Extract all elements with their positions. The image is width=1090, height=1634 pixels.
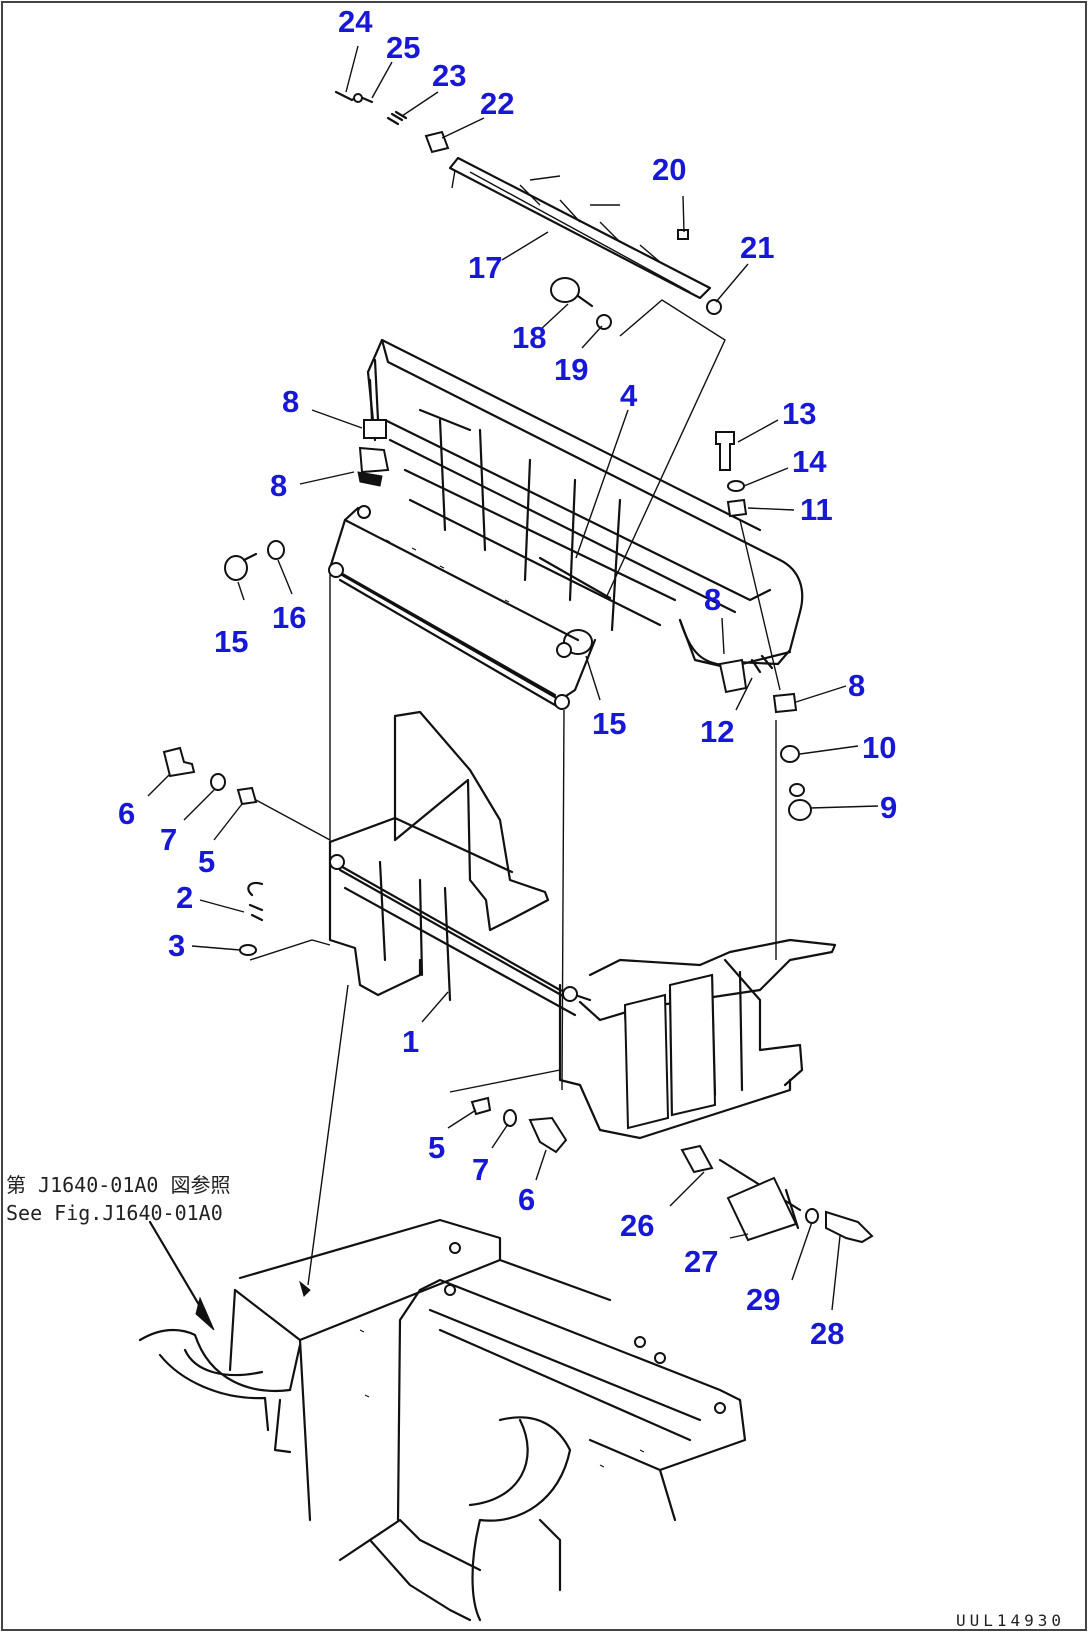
bolt-18	[550, 277, 594, 308]
leader-frame-attach-line	[307, 984, 349, 1286]
label-18: 18	[512, 320, 546, 355]
pin-5-left	[236, 786, 258, 806]
main-frame-lower	[138, 1218, 747, 1622]
label-29: 29	[746, 1282, 780, 1317]
bolt-9	[788, 783, 812, 821]
label-20: 20	[652, 152, 686, 187]
bolt-6-right	[528, 1116, 568, 1154]
label-1: 1	[402, 1024, 419, 1059]
label-22: 22	[480, 86, 514, 121]
label-8-top: 8	[282, 384, 299, 419]
leader-3-line	[249, 939, 331, 961]
label-26: 26	[620, 1208, 654, 1243]
clip-2	[247, 881, 264, 922]
washer-7-right	[503, 1109, 517, 1127]
washer-29	[805, 1208, 819, 1224]
clamp-8-right-upper	[718, 654, 774, 694]
bolt-28	[825, 1210, 874, 1244]
clamp-8-upper	[357, 419, 390, 487]
label-24: 24	[338, 4, 373, 39]
bolt-22	[424, 130, 450, 154]
pin-24-25	[334, 90, 374, 104]
label-7-right: 7	[472, 1152, 489, 1187]
bolt-13	[715, 431, 735, 471]
plate-27	[726, 1176, 800, 1242]
washer-7-left	[210, 773, 226, 791]
label-23: 23	[432, 58, 466, 93]
clamp-8-right-lower	[772, 692, 798, 714]
label-27: 27	[684, 1244, 718, 1279]
label-8-right: 8	[704, 582, 721, 617]
leader-assembly-line	[605, 299, 726, 599]
leader-13-line	[739, 519, 781, 691]
leader-5-right-line	[449, 1069, 561, 1093]
label-leaders	[147, 45, 879, 1311]
leader-5-left-line	[255, 799, 331, 841]
panel-top-beam	[328, 505, 597, 710]
label-28: 28	[810, 1316, 844, 1351]
bolt-3	[239, 944, 257, 956]
label-3: 3	[168, 928, 185, 963]
drawing-code: UUL14930	[956, 1611, 1065, 1630]
label-8-far-right: 8	[848, 668, 865, 703]
label-11: 11	[800, 492, 833, 527]
label-10: 10	[862, 730, 896, 765]
washer-16	[267, 540, 285, 560]
label-9: 9	[880, 790, 897, 825]
label-8-left: 8	[270, 468, 287, 503]
label-5-right: 5	[428, 1130, 445, 1165]
frame-bracket-1	[328, 710, 837, 1140]
guide-line-center	[561, 709, 565, 1091]
handrail-guard-4	[366, 338, 804, 672]
label-15-left: 15	[214, 624, 248, 659]
label-5-left: 5	[198, 844, 215, 879]
washer-14	[727, 480, 745, 492]
label-21: 21	[740, 230, 774, 265]
part-number-labels: 24 25 23 22 20 17 21 18 19 8 4 13 14 8 1…	[118, 4, 897, 1351]
attach-arrowhead	[299, 1280, 311, 1297]
label-14: 14	[792, 444, 827, 479]
bolt-15-left	[224, 552, 258, 581]
label-12: 12	[700, 714, 734, 749]
reference-note: 第 J1640-01A0 図参照 See Fig.J1640-01A0	[6, 1173, 231, 1225]
nut-20	[677, 229, 689, 240]
bolt-6-left	[162, 746, 196, 778]
label-16: 16	[272, 600, 306, 635]
label-25: 25	[386, 30, 420, 65]
label-19: 19	[554, 352, 588, 387]
label-13: 13	[782, 396, 816, 431]
label-17: 17	[468, 250, 502, 285]
bolt-21	[706, 299, 722, 315]
label-15-right: 15	[592, 706, 626, 741]
bolt-15-right	[556, 629, 593, 658]
floor-plate-17	[448, 156, 712, 300]
washer-10	[780, 745, 800, 763]
label-2: 2	[176, 880, 193, 915]
reference-arrow	[148, 1220, 215, 1331]
reference-note-jp: 第 J1640-01A0 図参照	[6, 1173, 231, 1197]
reference-note-en: See Fig.J1640-01A0	[6, 1201, 223, 1225]
washer-19	[596, 314, 612, 330]
clamp-11	[726, 498, 748, 518]
spring-23	[386, 110, 408, 126]
label-4: 4	[620, 378, 638, 413]
label-6-left: 6	[118, 796, 135, 831]
label-7-left: 7	[160, 822, 177, 857]
pin-5-right	[470, 1096, 492, 1116]
label-6-right: 6	[518, 1182, 535, 1217]
